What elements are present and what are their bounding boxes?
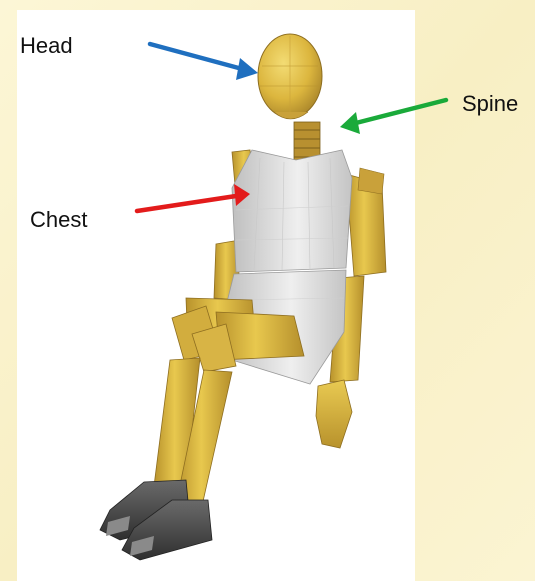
head bbox=[258, 34, 322, 119]
spine-arrow bbox=[340, 100, 446, 134]
head-arrow bbox=[150, 44, 258, 80]
chest-label: Chest bbox=[30, 209, 87, 231]
legs bbox=[154, 298, 304, 506]
spine-label: Spine bbox=[462, 93, 518, 115]
chest bbox=[232, 150, 352, 272]
head-label: Head bbox=[20, 35, 73, 57]
